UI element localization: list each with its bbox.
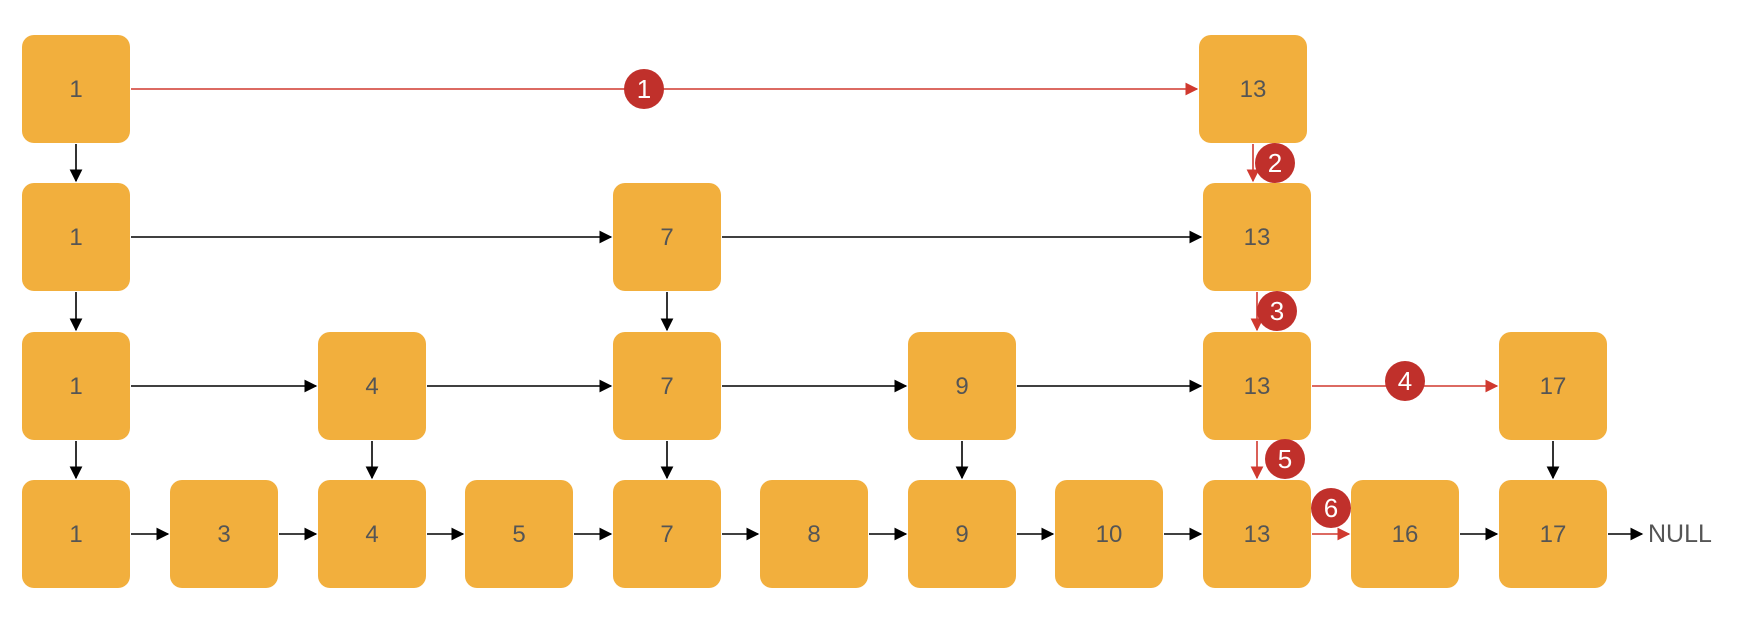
node-box [22, 183, 130, 291]
node-box [1199, 35, 1307, 143]
node-box [908, 332, 1016, 440]
skip-node: 13 [1199, 35, 1307, 143]
node-value: 8 [807, 521, 820, 548]
node-value: 4 [365, 373, 378, 400]
skip-node: 16 [1351, 480, 1459, 588]
node-value: 3 [217, 521, 230, 548]
node-value: 1 [69, 521, 82, 548]
skip-node: 7 [613, 480, 721, 588]
node-box [613, 332, 721, 440]
node-box [908, 480, 1016, 588]
node-box [1055, 480, 1163, 588]
skip-node: 13 [1203, 183, 1311, 291]
node-value: 13 [1240, 76, 1267, 103]
skip-node: 9 [908, 480, 1016, 588]
node-value: 9 [955, 373, 968, 400]
step-badge-number: 6 [1324, 493, 1338, 523]
skip-node: 1 [22, 183, 130, 291]
step-badge-number: 1 [637, 74, 651, 104]
step-badge-circle [1255, 143, 1295, 183]
node-box [170, 480, 278, 588]
node-box [1203, 332, 1311, 440]
skip-node: 17 [1499, 480, 1607, 588]
node-box [1203, 183, 1311, 291]
step-badge-number: 2 [1268, 148, 1282, 178]
search-steps-layer: 1 2 3 4 5 6 [624, 69, 1425, 528]
node-box [613, 183, 721, 291]
node-value: 7 [660, 521, 673, 548]
node-value: 17 [1540, 373, 1567, 400]
step-badge-circle [1257, 291, 1297, 331]
step-badge-circle [1265, 439, 1305, 479]
step-badge: 4 [1385, 361, 1425, 401]
node-box [22, 35, 130, 143]
skip-node: 7 [613, 332, 721, 440]
skip-node: 13 [1203, 332, 1311, 440]
skip-node: 1 [22, 35, 130, 143]
step-badge-circle [624, 69, 664, 109]
node-value: 1 [69, 76, 82, 103]
skip-node: 4 [318, 480, 426, 588]
node-value: 5 [512, 521, 525, 548]
step-badge: 2 [1255, 143, 1295, 183]
skip-node: 1 [22, 332, 130, 440]
skip-node: 13 [1203, 480, 1311, 588]
step-badge: 3 [1257, 291, 1297, 331]
node-box [1203, 480, 1311, 588]
node-value: 1 [69, 224, 82, 251]
node-value: 7 [660, 224, 673, 251]
step-badge: 1 [624, 69, 664, 109]
node-box [22, 480, 130, 588]
node-box [613, 480, 721, 588]
node-value: 4 [365, 521, 378, 548]
step-badge-circle [1311, 488, 1351, 528]
node-value: 16 [1392, 521, 1419, 548]
node-box [318, 332, 426, 440]
node-value: 17 [1540, 521, 1567, 548]
skip-node: 5 [465, 480, 573, 588]
step-badge: 5 [1265, 439, 1305, 479]
step-badge-number: 3 [1270, 296, 1284, 326]
node-box [1351, 480, 1459, 588]
step-badge-number: 4 [1398, 366, 1412, 396]
skip-node: 10 [1055, 480, 1163, 588]
skip-node: 3 [170, 480, 278, 588]
node-box [1499, 480, 1607, 588]
node-value: 13 [1244, 224, 1271, 251]
skip-node: 9 [908, 332, 1016, 440]
node-box [465, 480, 573, 588]
skip-node: 8 [760, 480, 868, 588]
node-box [1499, 332, 1607, 440]
node-box [760, 480, 868, 588]
node-value: 10 [1096, 521, 1123, 548]
node-value: 9 [955, 521, 968, 548]
node-value: 13 [1244, 373, 1271, 400]
node-value: 1 [69, 373, 82, 400]
step-badge-circle [1385, 361, 1425, 401]
node-box [22, 332, 130, 440]
null-terminal-label: NULL [1648, 520, 1712, 548]
skip-node: 17 [1499, 332, 1607, 440]
skip-node: 7 [613, 183, 721, 291]
links-layer [69, 82, 1644, 541]
skip-node: 4 [318, 332, 426, 440]
node-box [318, 480, 426, 588]
node-value: 7 [660, 373, 673, 400]
skip-node: 1 [22, 480, 130, 588]
node-value: 13 [1244, 521, 1271, 548]
step-badge-number: 5 [1278, 444, 1292, 474]
step-badge: 6 [1311, 488, 1351, 528]
